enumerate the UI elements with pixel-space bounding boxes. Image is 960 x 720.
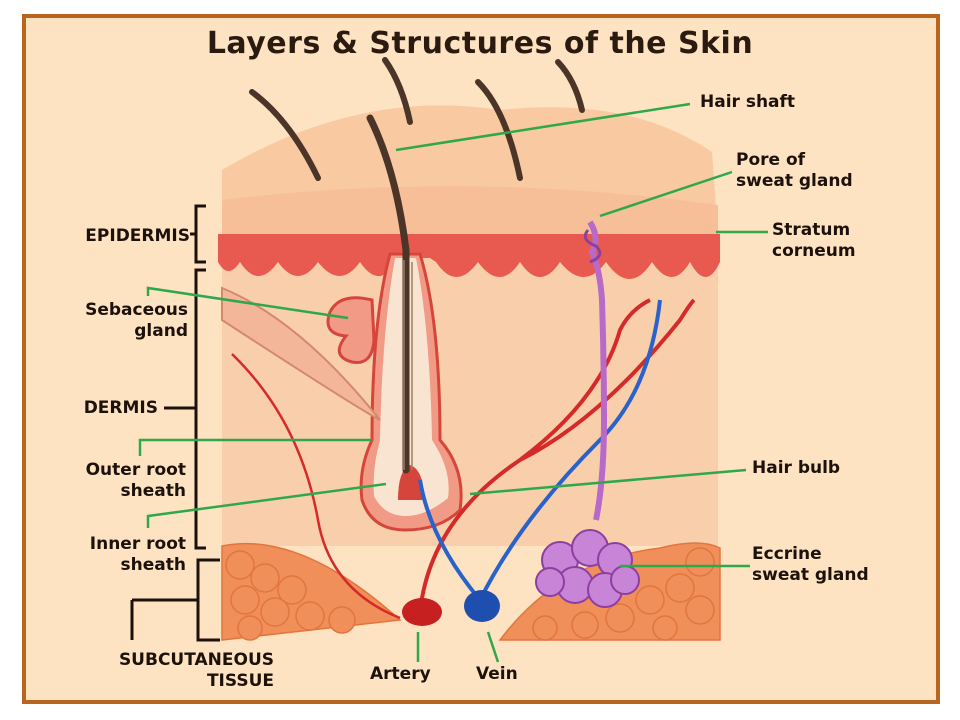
leader-hair-bulb (469, 468, 747, 496)
vein-vessel (418, 299, 662, 602)
surface-hairs (249, 57, 585, 181)
leader-outer-root (138, 438, 372, 456)
nerve-fiber (231, 353, 401, 620)
artery-end (402, 598, 442, 626)
label-epidermis: EPIDERMIS (85, 226, 190, 246)
arrector-pili-muscle (221, 286, 381, 421)
artery-vessel (418, 298, 696, 613)
label-hair-shaft: Hair shaft (700, 92, 796, 112)
label-pore-of-sweat-gland: Pore of sweat gland (736, 150, 853, 191)
diagram-title: Layers & Structures of the Skin (206, 26, 754, 61)
label-sebaceous-gland: Sebaceous gland (85, 300, 188, 341)
hair-bulb (398, 465, 424, 500)
label-artery: Artery (370, 664, 431, 684)
leader-hair-shaft (395, 102, 691, 152)
sebaceous-gland (326, 296, 376, 365)
label-stratum-corneum: Stratum corneum (772, 220, 856, 261)
outer-root-sheath (373, 258, 449, 516)
label-inner-root-sheath: Inner root sheath (89, 534, 186, 575)
label-dermis: DERMIS (83, 398, 158, 418)
leader-vein (486, 631, 500, 663)
sweat-duct (587, 220, 608, 521)
label-subcutaneous-tissue: SUBCUTANEOUS TISSUE (118, 650, 274, 691)
leader-sebaceous (146, 286, 349, 320)
layer-brackets (130, 204, 220, 642)
label-outer-root-sheath: Outer root sheath (85, 460, 186, 501)
label-eccrine-sweat-gland: Eccrine sweat gland (752, 544, 869, 585)
leader-lines (138, 102, 768, 663)
label-hair-bulb: Hair bulb (752, 458, 841, 478)
hair-shaft (366, 114, 410, 474)
label-vein: Vein (476, 664, 518, 684)
leader-pore (599, 170, 733, 218)
leader-inner-root (146, 482, 387, 528)
vein-end (464, 590, 500, 622)
